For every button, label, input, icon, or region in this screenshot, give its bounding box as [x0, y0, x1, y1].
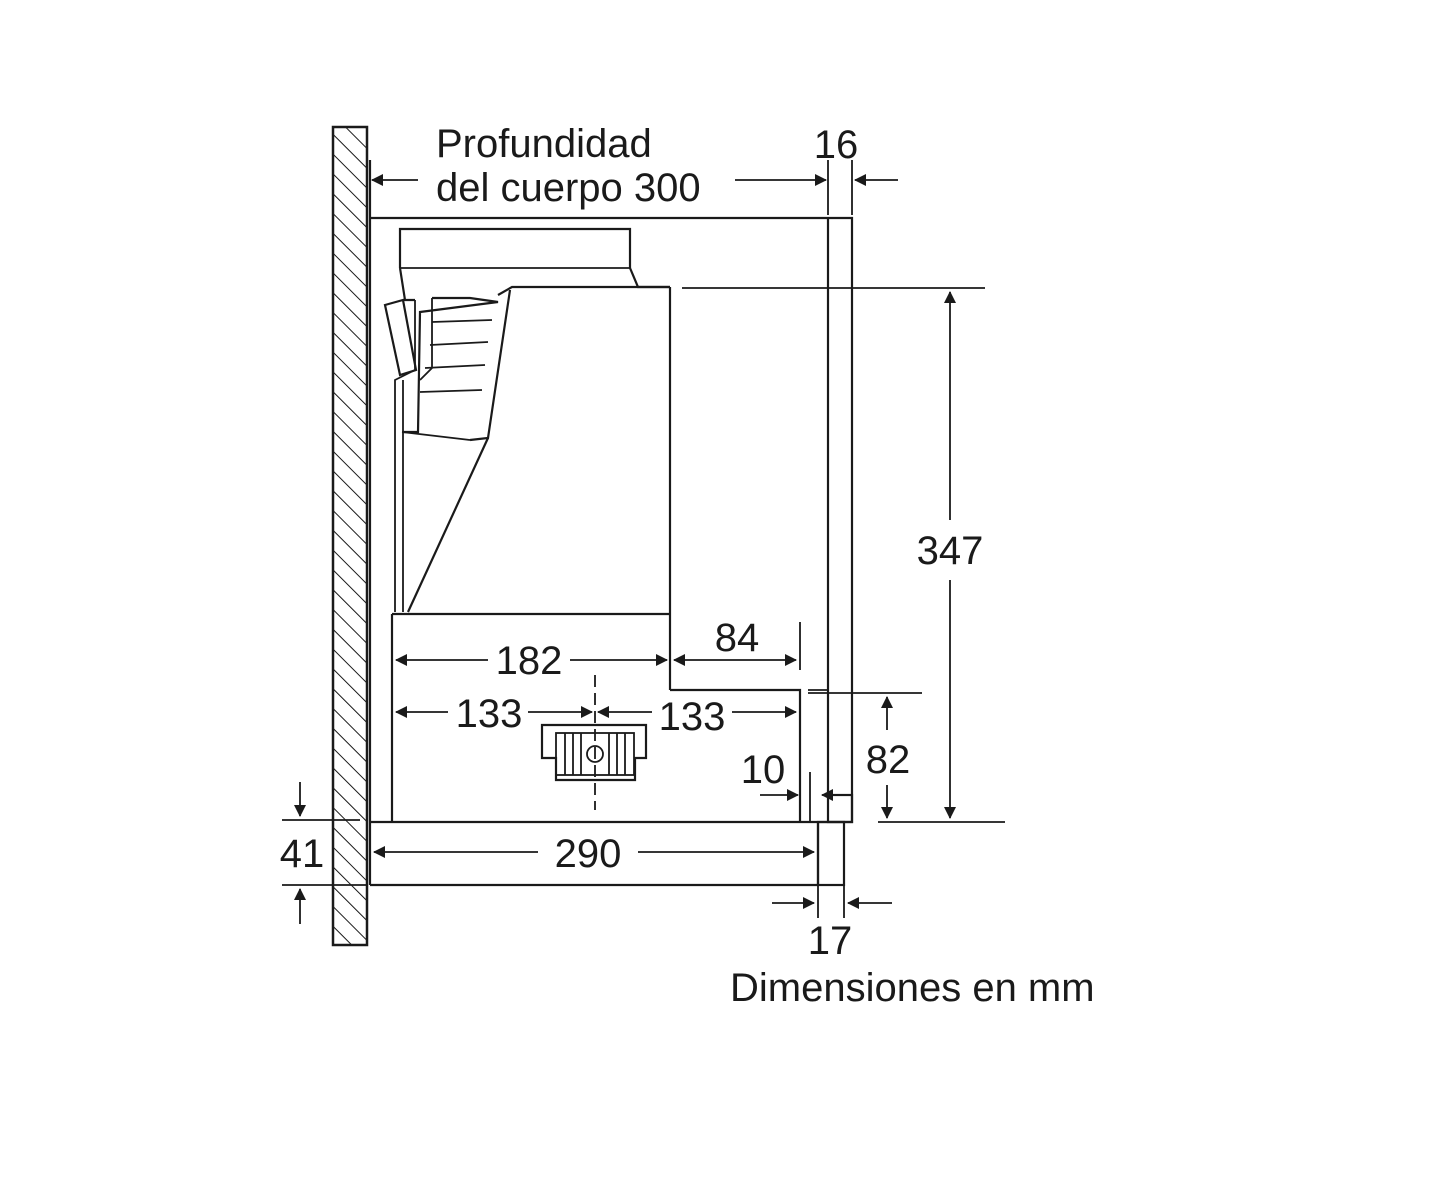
dim-133-left-label: 133: [456, 692, 523, 736]
units-note: Dimensiones en mm: [730, 966, 1095, 1010]
dimension-41: 41: [280, 782, 368, 924]
dimension-82: 82: [808, 692, 922, 819]
dimension-182-84: 182 84: [395, 616, 801, 683]
dimension-10: 10: [741, 748, 838, 822]
dim-84-label: 84: [715, 616, 760, 660]
wall: [331, 125, 369, 947]
dimension-290: 290: [373, 832, 815, 876]
dim-347-label: 347: [917, 529, 984, 573]
dim-82-label: 82: [866, 738, 911, 782]
dim-41-label: 41: [280, 832, 325, 876]
dim-16-label: 16: [814, 123, 859, 167]
dim-17-label: 17: [808, 919, 853, 963]
dimension-height-347: 347: [682, 287, 1005, 823]
depth-label-line2: del cuerpo 300: [436, 166, 701, 210]
depth-label-line1: Profundidad: [436, 122, 652, 166]
dimension-133-133: 133 133: [395, 692, 797, 739]
dim-182-label: 182: [496, 639, 563, 683]
hood-body: [370, 227, 846, 887]
dim-10-label: 10: [741, 748, 786, 792]
control-panel: [540, 675, 648, 810]
dimension-17: 17: [772, 885, 892, 963]
dim-133-right-label: 133: [659, 695, 726, 739]
dim-290-label: 290: [555, 832, 622, 876]
dimension-depth: Profundidad del cuerpo 300 16: [371, 122, 898, 215]
